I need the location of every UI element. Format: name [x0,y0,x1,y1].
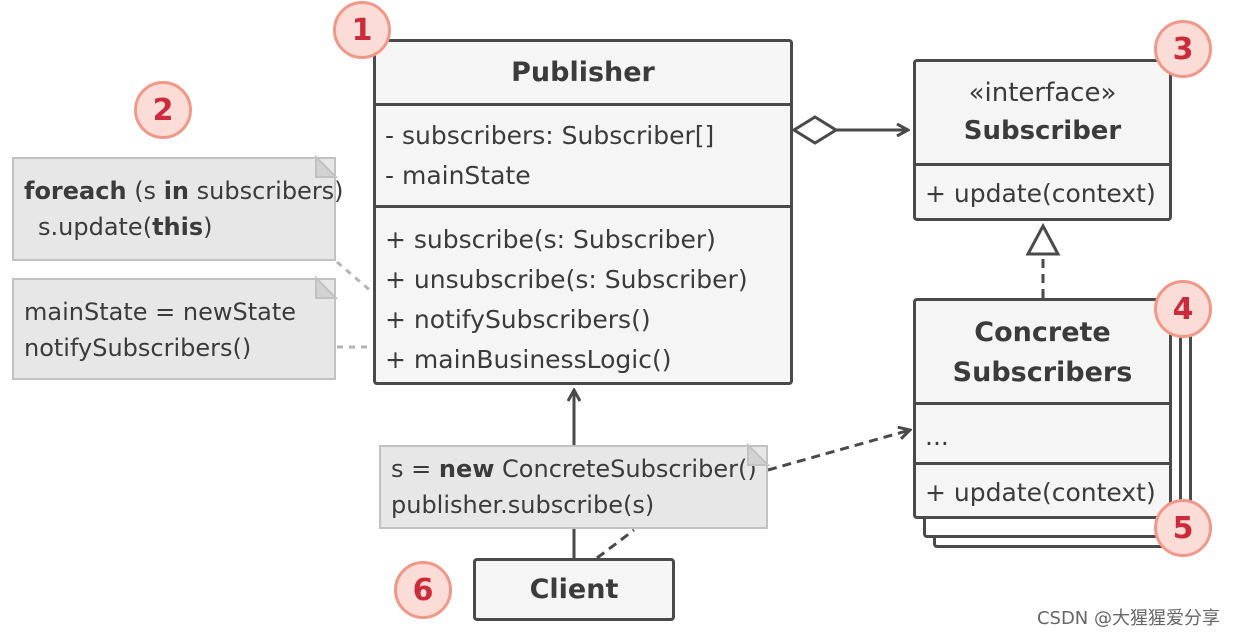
aggregation-diamond [791,115,839,145]
client-class: Client [473,558,675,621]
note-text: s.update( [38,213,153,241]
publisher-methods: + subscribe(s: Subscriber) + unsubscribe… [376,205,790,380]
note-text: ) [203,213,213,241]
badge-6: 6 [394,561,452,619]
keyword-this: this [152,213,204,241]
client-title: Client [529,574,619,605]
subscriber-methods: + update(context) [916,163,1169,214]
client-note-link [596,528,635,560]
concrete-title: Concrete Subscribers [916,301,1169,402]
note-foreach: foreach (s in subscribers) s.update(this… [12,157,344,261]
interface-stereotype: «interface» [968,78,1117,108]
keyword-foreach: foreach [24,177,127,205]
note-foreach-line2: s.update(this) [24,209,324,245]
keyword-in: in [163,177,189,205]
subscriber-interface: «interface» Subscriber + update(context) [913,59,1172,221]
publisher-method: + notifySubscribers() [385,305,651,334]
note-client-line1: s = new ConcreteSubscriber() [391,451,757,487]
publisher-title: Publisher [511,57,655,88]
note-main-state: mainState = newState notifySubscribers() [12,278,336,380]
note-foreach-line1: foreach (s in subscribers) [24,173,344,209]
badge-4: 4 [1154,280,1212,338]
publisher-method: + subscribe(s: Subscriber) [385,225,716,254]
subscriber-title: Subscriber [963,116,1122,146]
note-main-state-line1: mainState = newState [24,298,296,326]
subscriber-header: «interface» Subscriber [916,62,1169,163]
publisher-field: - subscribers: Subscriber[] [385,121,715,150]
note-main-state-line2: notifySubscribers() [24,334,252,362]
publisher-fields: - subscribers: Subscriber[] - mainState [376,103,790,205]
note-text: s = [391,455,439,483]
concrete-method: + update(context) [925,478,1156,507]
note-text: ConcreteSubscriber() [494,455,757,483]
note-link-foreach [336,260,373,294]
publisher-method: + unsubscribe(s: Subscriber) [385,265,748,294]
note-text: subscribers) [189,177,344,205]
watermark: CSDN @大猩猩爱分享 [1036,608,1220,629]
subscriber-method: + update(context) [925,179,1156,208]
keyword-new: new [438,455,495,483]
badge-3: 3 [1154,20,1212,78]
note-text: (s [126,177,164,205]
publisher-method: + mainBusinessLogic() [385,345,672,374]
badge-2: 2 [134,81,192,139]
concrete-field: ... [925,422,949,451]
realization-triangle [1025,222,1061,256]
publisher-field: - mainState [385,161,531,190]
dependency-arrow [767,430,910,472]
publisher-class: Publisher - subscribers: Subscriber[] - … [373,39,793,385]
concrete-title-line1: Concrete [974,317,1111,348]
concrete-fields: ... [916,402,1169,462]
concrete-subscribers-class: Concrete Subscribers ... + update(contex… [913,298,1172,519]
note-client-line2: publisher.subscribe(s) [391,491,655,519]
badge-1: 1 [333,1,391,59]
badge-5: 5 [1154,499,1212,557]
concrete-methods: + update(context) [916,462,1169,513]
note-client: s = new ConcreteSubscriber() publisher.s… [379,445,768,529]
concrete-title-line2: Subscribers [952,357,1133,388]
